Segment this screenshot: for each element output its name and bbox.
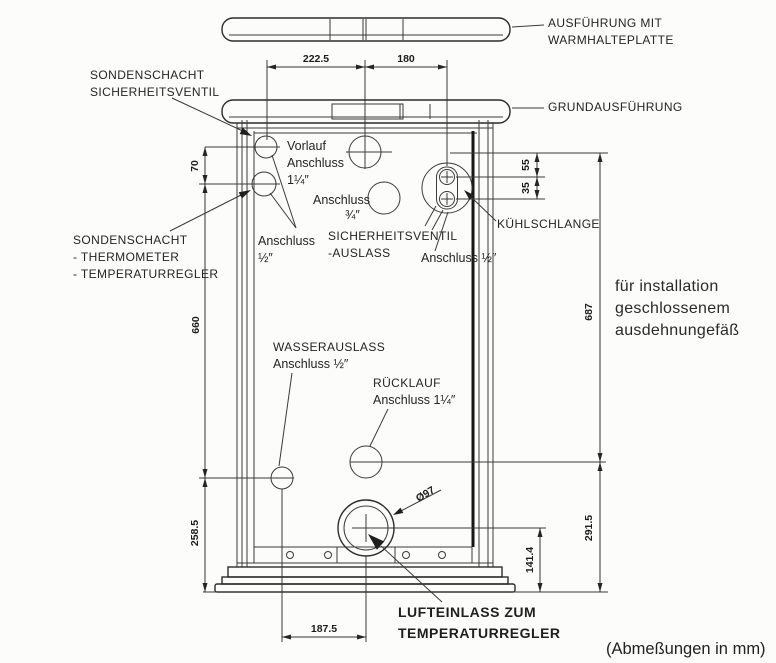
bottom-dimension: 187.5 — [282, 623, 366, 640]
dim-35: 35 — [520, 182, 532, 194]
anschluss-half-left-label-line2: ½″ — [258, 251, 273, 265]
anschluss-half-right-label: Anschluss ½″ — [421, 251, 497, 265]
cooling-coil-hatching — [424, 205, 444, 231]
base-plate-outline — [221, 99, 511, 124]
probe-well-safety-label-line1: SONDENSCHACHT — [90, 68, 205, 82]
ruecklauf-label-line1: RÜCKLAUF — [373, 376, 441, 390]
right-dimension-chain: 55 35 687 291.5 141.4 — [520, 153, 603, 592]
left-dimension-chain: 70 660 258.5 — [189, 147, 208, 592]
base-plate: GRUNDAUSFÜHRUNG — [221, 99, 683, 124]
base-plate-details — [229, 104, 503, 119]
ruecklauf-label-line2: Anschluss 1¼″ — [373, 393, 456, 407]
vorlauf-label-line3: 1¼″ — [287, 173, 309, 187]
water-outlet-label-line1: WASSERAUSLASS — [273, 340, 385, 354]
anschluss-34-label-line1: Anschluss — [313, 193, 370, 207]
safety-valve-outlet-circle — [367, 181, 401, 215]
dim-687: 687 — [583, 303, 595, 321]
notes: für installation geschlossenem ausdehnun… — [606, 278, 766, 658]
cooling-coil-crosses — [441, 171, 453, 205]
base-plate-label: GRUNDAUSFÜHRUNG — [548, 100, 683, 114]
anschluss-34-label-line2: ¾″ — [345, 208, 360, 222]
dim-180: 180 — [397, 53, 415, 65]
probe-well-thermo-label-line3: - TEMPERATURREGLER — [73, 267, 218, 281]
vorlauf-label-line1: Vorlauf — [287, 139, 326, 153]
units-note: (Abmeßungen in mm) — [606, 640, 766, 658]
dim-187-5: 187.5 — [311, 623, 337, 635]
dim-291-5: 291.5 — [583, 515, 595, 541]
top-dimensions: 222.5 180 — [266, 53, 448, 169]
dim-70: 70 — [189, 160, 201, 172]
safety-valve-outlet-label-line1: SICHERHEITSVENTIL — [328, 229, 458, 243]
probe-well-safety-label-line2: SICHERHEITSVENTIL — [90, 85, 220, 99]
warming-plate-leader — [511, 24, 545, 28]
extension-lines — [199, 146, 608, 642]
probe-well-thermo-label-line1: SONDENSCHACHT — [73, 233, 188, 247]
dim-222-5: 222.5 — [303, 53, 329, 65]
dim-55: 55 — [520, 159, 532, 171]
warming-plate-variant: AUSFÜHRUNG MIT WARMHALTEPLATTE — [221, 16, 674, 47]
installation-note-line1: für installation — [615, 278, 719, 295]
air-inlet-label-line1: LUFTEINLASS ZUM — [398, 604, 536, 620]
cooling-coil-pipe-top — [439, 169, 455, 185]
cooling-coil-pipe-bottom — [439, 191, 455, 207]
cooling-coil-label: KÜHLSCHLANGE — [497, 217, 600, 231]
bottom-rail-left — [253, 546, 338, 564]
plinth-step-1 — [227, 566, 503, 578]
warming-plate-outline — [221, 17, 511, 42]
anschluss-half-left-label-line1: Anschluss — [258, 234, 315, 248]
probe-well-thermo-label-line2: - THERMOMETER — [73, 250, 179, 264]
stove-body — [214, 120, 516, 593]
water-outlet-label-line2: Anschluss ½″ — [273, 357, 349, 371]
installation-note-line3: ausdehnungefäß — [615, 322, 739, 339]
warming-plate-label-line1: AUSFÜHRUNG MIT — [548, 16, 663, 30]
cooling-coil-assembly — [421, 162, 473, 231]
leader-lines — [169, 97, 497, 603]
dim-141-4: 141.4 — [524, 547, 536, 573]
safety-valve-outlet-label-line2: -AUSLASS — [328, 246, 391, 260]
bottom-rail-right — [394, 546, 473, 564]
warming-plate-label-line2: WARMHALTEPLATTE — [548, 33, 674, 47]
annotation-labels: SONDENSCHACHT SICHERHEITSVENTIL SONDENSC… — [73, 68, 600, 641]
rail-screw — [402, 551, 410, 559]
rail-screw — [438, 551, 446, 559]
dim-258-5: 258.5 — [189, 520, 201, 546]
air-inlet-diameter-label: Ø97 — [414, 484, 437, 505]
dim-660: 660 — [190, 316, 202, 334]
installation-note-line2: geschlossenem — [615, 300, 730, 317]
air-inlet-label-line2: TEMPERATURREGLER — [398, 625, 561, 641]
vorlauf-label-line2: Anschluss — [287, 156, 344, 170]
cooling-coil-housing — [421, 162, 473, 214]
warming-plate-details — [229, 19, 503, 40]
body-frame-lines — [236, 120, 494, 567]
plinth-step-2 — [221, 576, 509, 585]
rail-screw — [324, 551, 332, 559]
cooling-coil-bracket — [436, 166, 458, 210]
rail-screw — [286, 551, 294, 559]
plinth-step-3 — [214, 583, 516, 593]
